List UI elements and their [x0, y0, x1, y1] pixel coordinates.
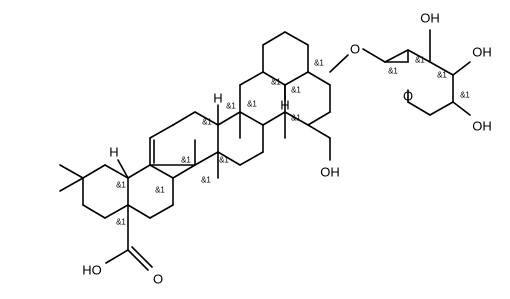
- sugar-hydroxyl-1: OH: [420, 11, 440, 26]
- stereo-hydrogens: [117, 84, 286, 179]
- hydroxymethyl-group: [307, 124, 331, 161]
- sugar-hydroxyl-3: OH: [472, 119, 492, 134]
- stereo-label: &1: [201, 176, 211, 185]
- stereo-label: &1: [155, 186, 165, 195]
- glycosidic-linkage: [329, 48, 386, 73]
- ring-a: [59, 164, 129, 219]
- methyl-groups: [194, 111, 286, 179]
- sugar-hydroxyl-2: OH: [472, 45, 492, 60]
- ring-oxygen: O: [403, 89, 413, 104]
- stereo-descriptors: &1 &1 &1 &1 &1 &1 &1 &1 &1 &1 &1 &1 &1 &…: [116, 56, 470, 227]
- stereo-label: &1: [437, 71, 447, 80]
- sugar-ring: [384, 29, 471, 116]
- ring-c: [149, 111, 219, 179]
- stereo-label: &1: [314, 59, 324, 68]
- ring-top: [262, 31, 309, 73]
- stereo-label: &1: [271, 78, 281, 87]
- hydrogen-2: H: [213, 91, 222, 106]
- stereo-label: &1: [388, 67, 398, 76]
- stereo-label: &1: [291, 86, 301, 95]
- stereo-label: &1: [226, 102, 236, 111]
- stereo-label: &1: [460, 91, 470, 100]
- ring-e: [239, 71, 331, 126]
- stereo-label: &1: [291, 114, 301, 123]
- acid-carbonyl-oxygen: O: [153, 272, 163, 287]
- hydrogen-1: H: [109, 145, 118, 160]
- hydrogen-3: H: [280, 98, 289, 113]
- stereo-label: &1: [116, 218, 126, 227]
- stereo-label: &1: [202, 118, 212, 127]
- ring-d: [217, 111, 264, 166]
- carboxylic-acid-group: [105, 204, 153, 271]
- hydroxymethyl-oh: OH: [320, 165, 340, 180]
- stereo-label: &1: [415, 56, 425, 65]
- acid-hydroxyl: HO: [82, 263, 102, 278]
- stereo-label: &1: [247, 100, 257, 109]
- stereo-label: &1: [116, 181, 126, 190]
- stereo-label: &1: [219, 156, 229, 165]
- stereo-label: &1: [181, 156, 191, 165]
- ring-b: [127, 164, 174, 219]
- ether-oxygen: O: [350, 42, 360, 57]
